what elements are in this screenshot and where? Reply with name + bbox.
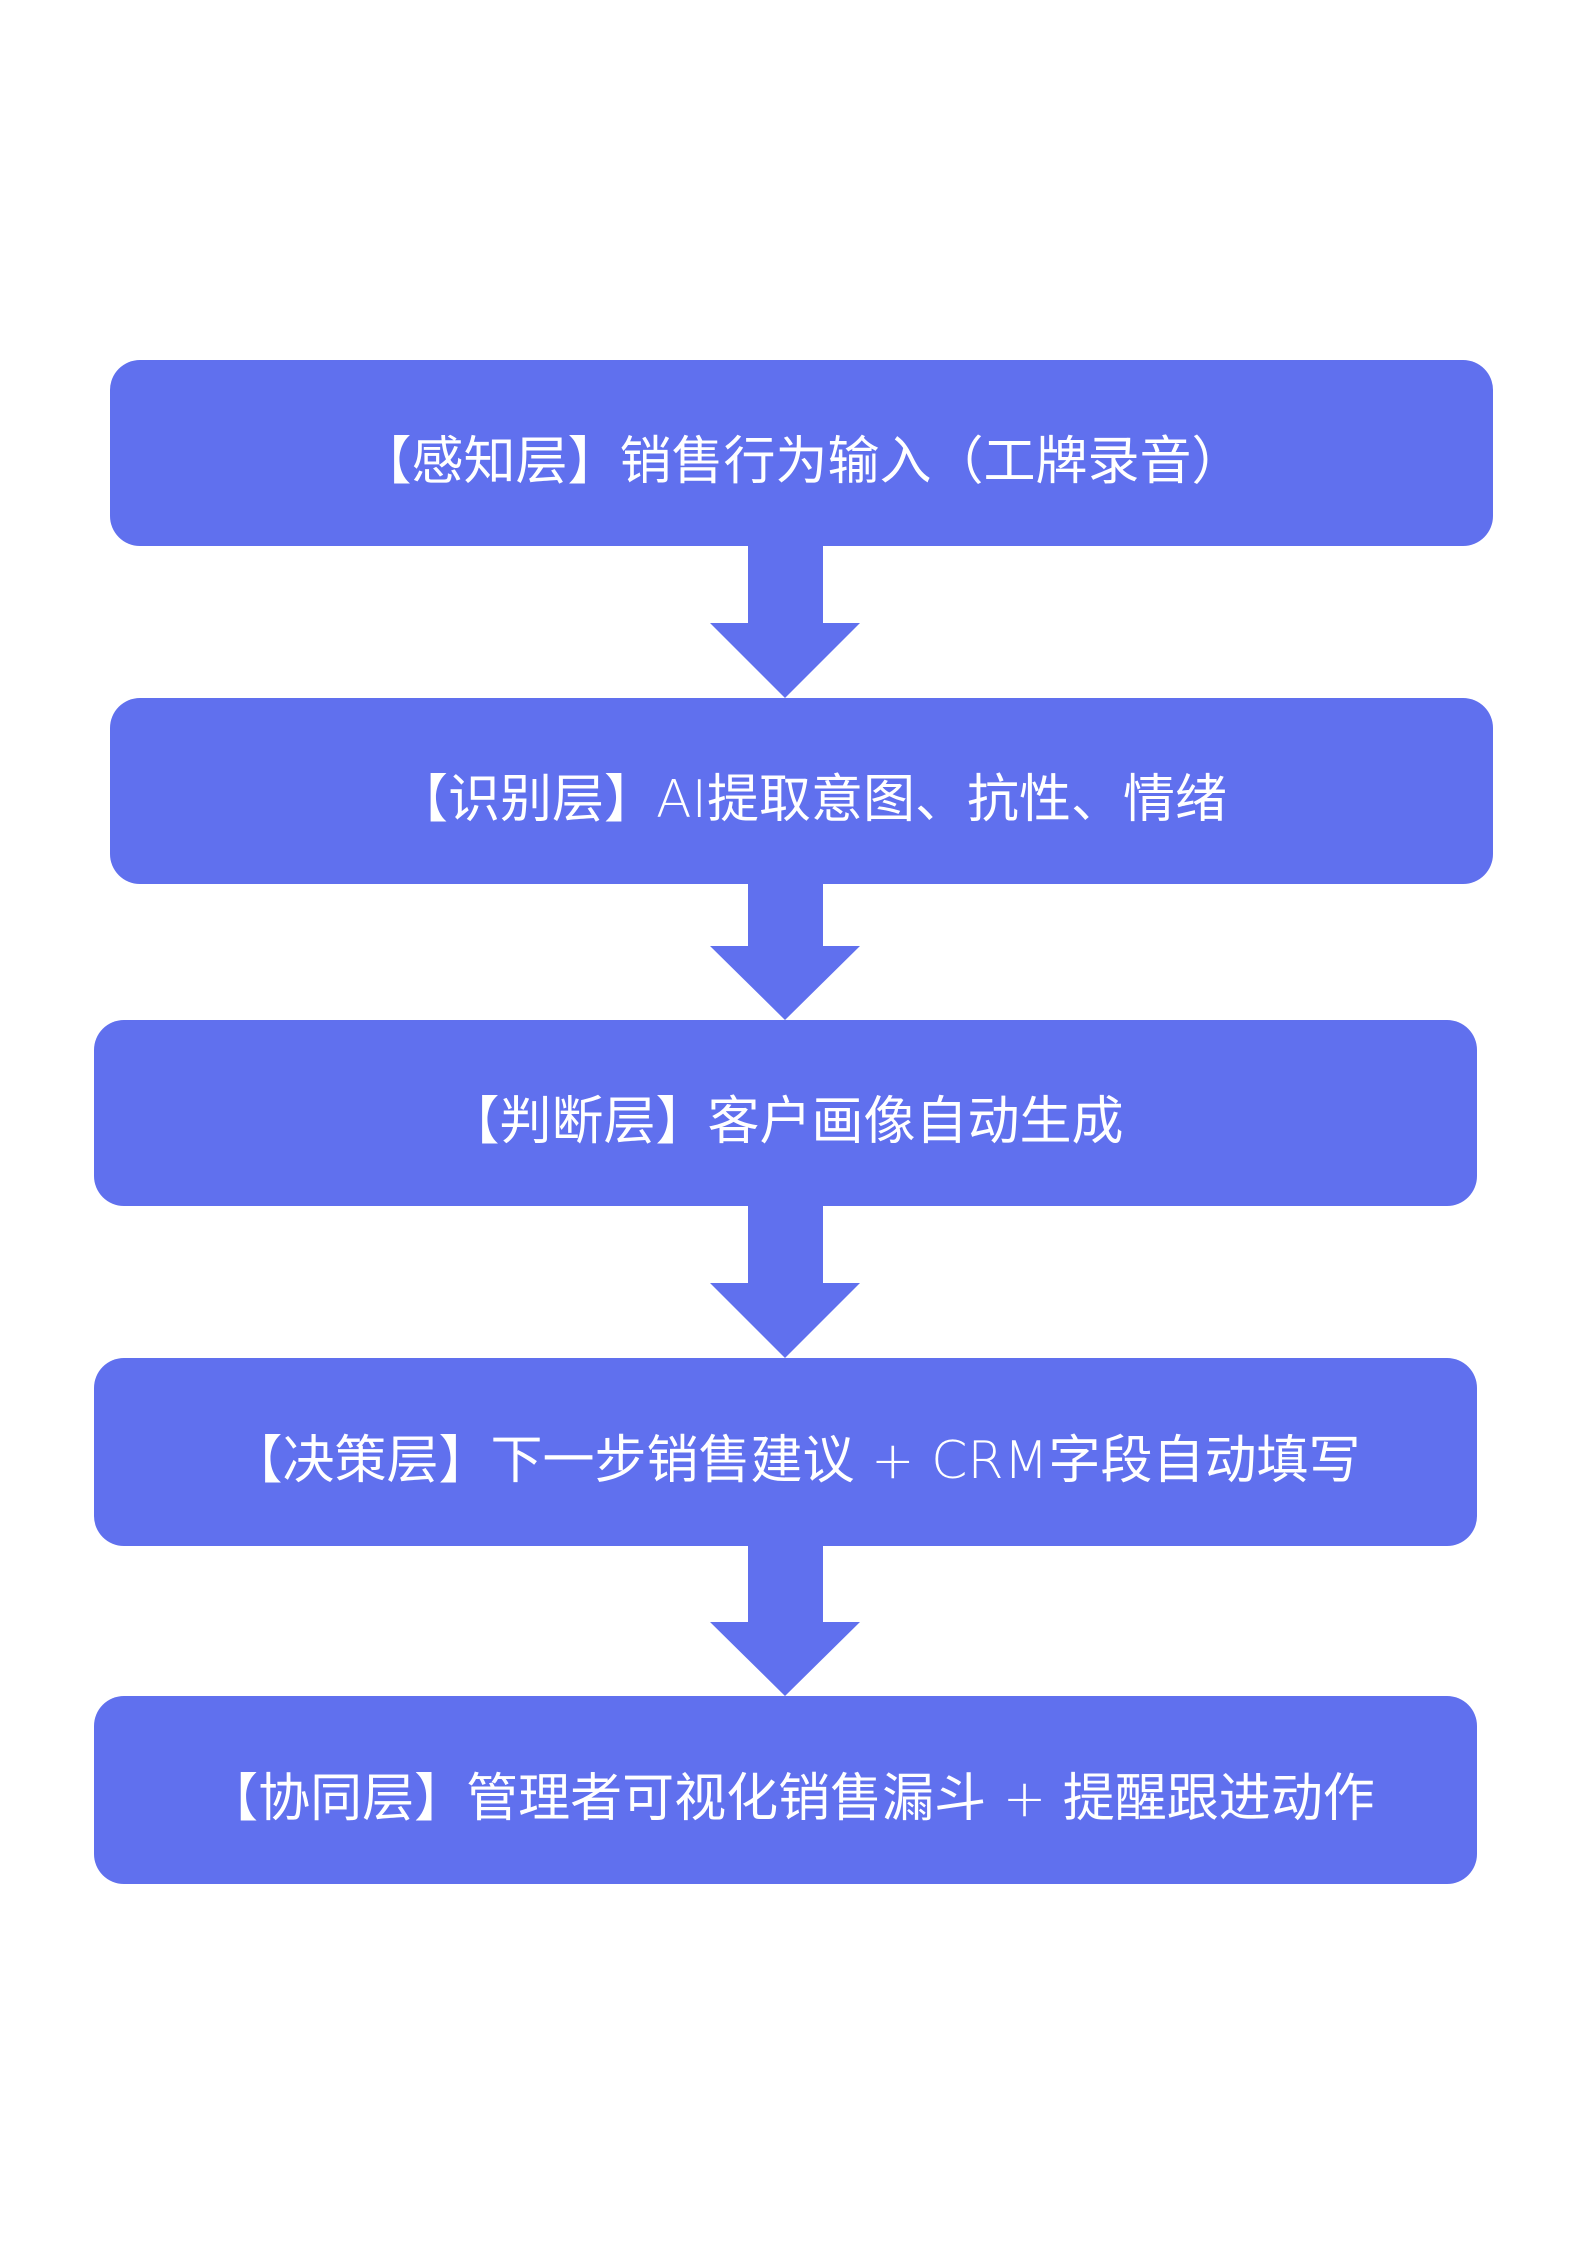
down-arrow-icon xyxy=(710,546,860,698)
down-arrow-icon xyxy=(710,884,860,1020)
flow-step-label: 【识别层】AI提取意图、抗性、情绪 xyxy=(396,769,1227,830)
flow-step-label: 【决策层】下一步销售建议 + CRM字段自动填写 xyxy=(230,1430,1361,1491)
flow-step-decision: 【决策层】下一步销售建议 + CRM字段自动填写 xyxy=(94,1358,1477,1546)
flow-step-recognition: 【识别层】AI提取意图、抗性、情绪 xyxy=(110,698,1493,884)
down-arrow-icon xyxy=(710,1206,860,1358)
down-arrow-icon xyxy=(710,1546,860,1696)
flow-step-label: 【感知层】销售行为输入（工牌录音） xyxy=(359,431,1244,492)
flow-step-label: 【判断层】客户画像自动生成 xyxy=(447,1091,1124,1152)
flow-step-perception: 【感知层】销售行为输入（工牌录音） xyxy=(110,360,1493,546)
flow-step-label: 【协同层】管理者可视化销售漏斗 + 提醒跟进动作 xyxy=(206,1768,1375,1829)
flow-step-collaboration: 【协同层】管理者可视化销售漏斗 + 提醒跟进动作 xyxy=(94,1696,1477,1884)
flow-step-judgment: 【判断层】客户画像自动生成 xyxy=(94,1020,1477,1206)
